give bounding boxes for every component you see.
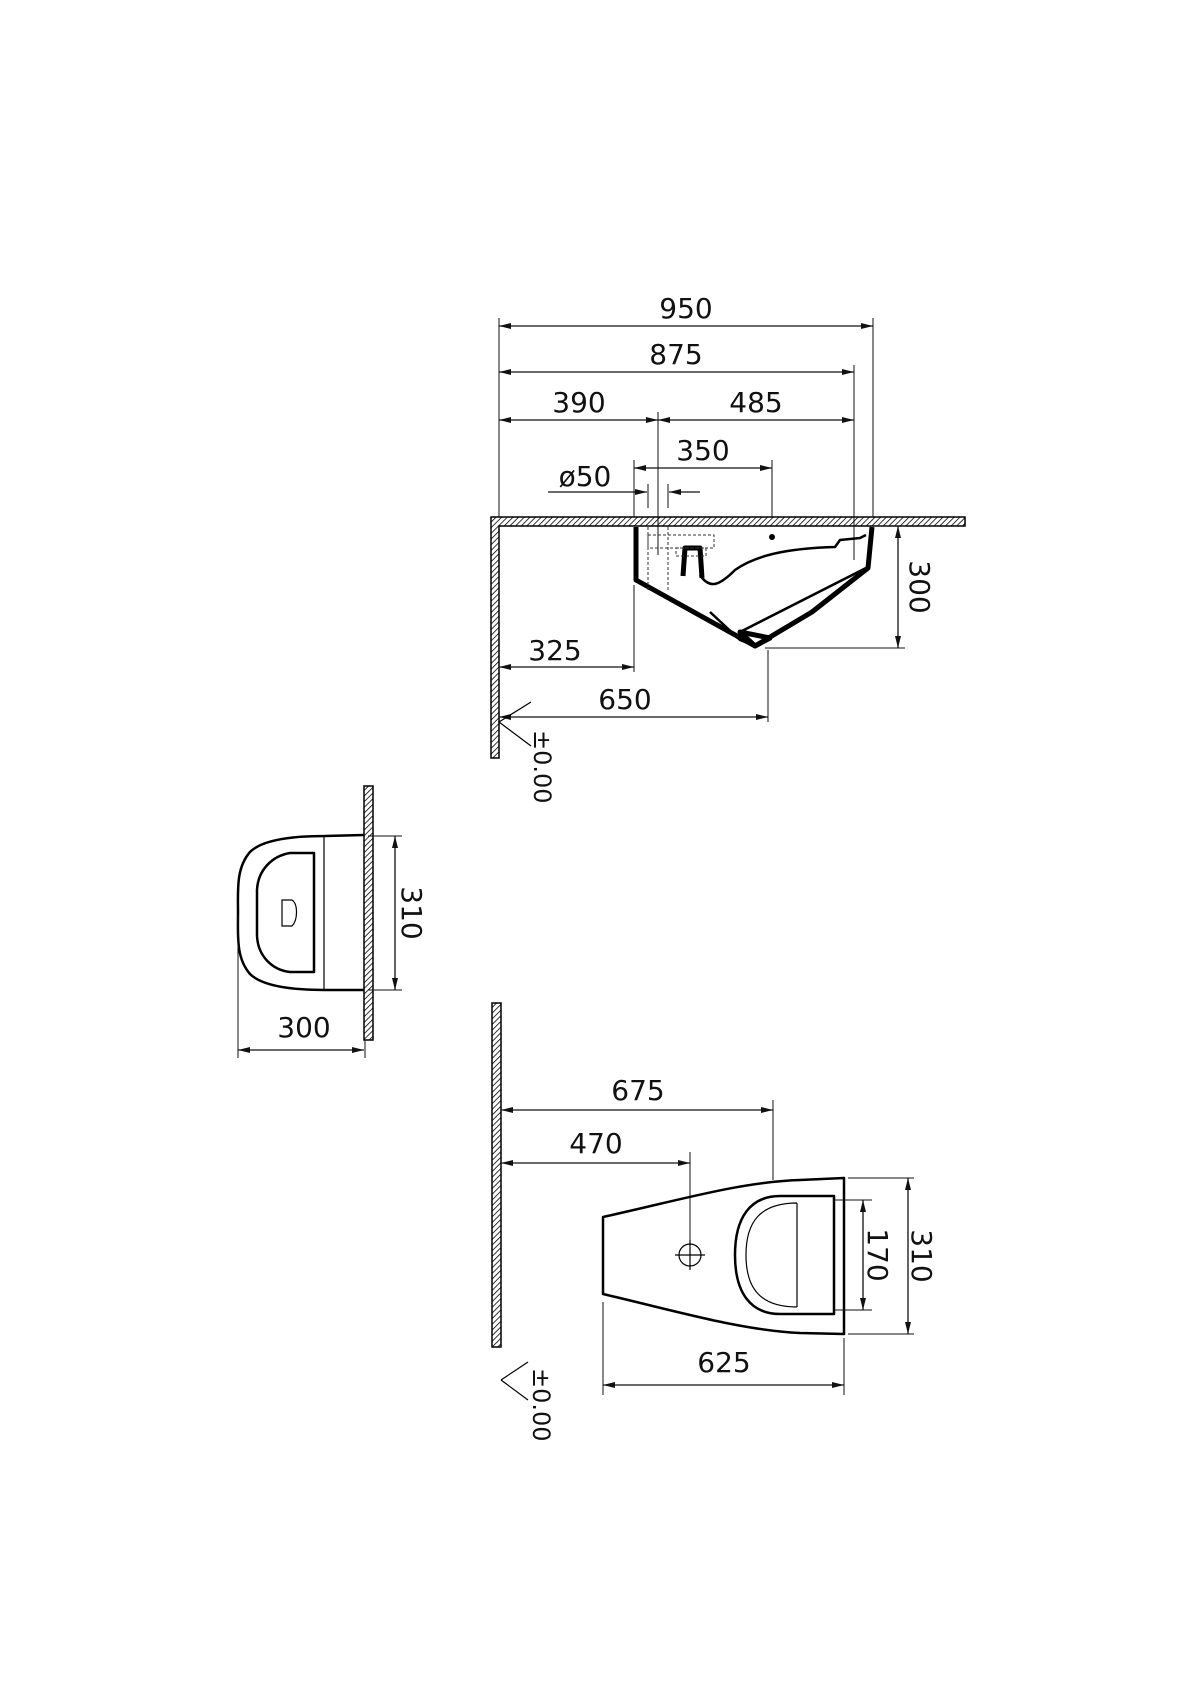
wall-section (490, 516, 966, 759)
wall-section (491, 1002, 502, 1348)
outlet-crosshair-icon (675, 1240, 705, 1270)
top-view: 310 300 (236, 785, 428, 1058)
dim-300-height: 300 (903, 560, 936, 613)
dim-300-depth: 300 (277, 1011, 330, 1044)
level-mark: ±0.00 (528, 730, 556, 804)
level-mark: ±0.00 (527, 1368, 555, 1442)
dim-875: 875 (649, 338, 702, 371)
urinal-top-outline (236, 833, 365, 992)
dim-950: 950 (659, 292, 712, 325)
level-marker-icon (500, 1361, 529, 1401)
dim-390: 390 (552, 386, 605, 419)
dim-diameter-50: ø50 (559, 460, 612, 493)
wall-section (363, 785, 374, 1041)
dim-325: 325 (528, 634, 581, 667)
dim-470: 470 (569, 1127, 622, 1160)
urinal-bowl-outline (255, 851, 316, 974)
plan-view: 675 470 170 310 625 ±0.00 (491, 1002, 938, 1442)
inlet-point-icon (769, 534, 775, 540)
dim-625: 625 (697, 1346, 750, 1379)
urinal-plan-outline (601, 1176, 846, 1336)
level-marker-icon (498, 701, 532, 747)
dim-310: 310 (395, 886, 428, 939)
dim-675: 675 (611, 1074, 664, 1107)
urinal-side-section (633, 526, 875, 649)
dim-170: 170 (861, 1228, 894, 1281)
dim-310-plan: 310 (905, 1229, 938, 1282)
urinal-bowl-outline (733, 1194, 836, 1316)
dim-350: 350 (676, 434, 729, 467)
dim-485: 485 (729, 386, 782, 419)
side-view: 950 875 390 485 350 ø50 300 325 650 (490, 292, 966, 804)
dim-650: 650 (598, 683, 651, 716)
